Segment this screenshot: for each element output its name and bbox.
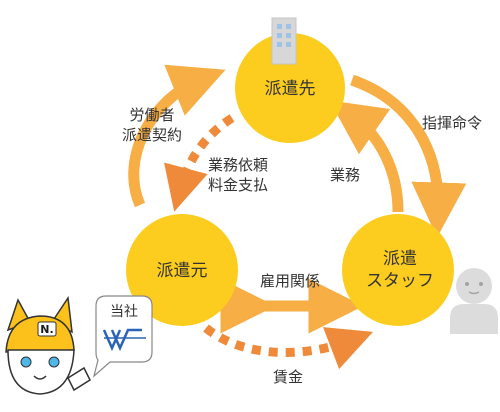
bubble-text-our-company: 当社 xyxy=(110,304,138,320)
node-haken-staff xyxy=(342,214,454,326)
label-request-line1: 業務依頼 xyxy=(208,156,268,174)
arrow-command xyxy=(350,74,467,238)
node-label-haken-saki: 派遣先 xyxy=(265,79,316,99)
label-contract-line2: 派遣契約 xyxy=(122,126,182,144)
node-label-staff-line2: スタッフ xyxy=(366,271,434,291)
node-haken-moto xyxy=(126,214,238,326)
label-wage: 賃金 xyxy=(273,368,303,386)
company-logo-icon xyxy=(102,328,146,352)
svg-text:N.: N. xyxy=(40,323,53,336)
arrow-wage-dashed xyxy=(203,324,374,370)
label-employment: 雇用関係 xyxy=(260,272,320,290)
cat-mascot-icon: N. xyxy=(5,295,91,395)
label-command: 指揮命令 xyxy=(422,114,482,132)
arrow-contract xyxy=(128,64,226,208)
person-icon xyxy=(450,268,498,334)
label-request-line2: 料金支払 xyxy=(208,176,268,194)
building-icon xyxy=(271,17,297,65)
label-work: 業務 xyxy=(330,166,360,184)
speech-bubble: 当社 xyxy=(92,295,153,378)
node-label-staff-line1: 派遣 xyxy=(383,249,417,269)
arrow-work xyxy=(329,100,404,213)
node-label-haken-moto: 派遣元 xyxy=(157,261,208,281)
label-contract-line1: 労働者 xyxy=(129,106,174,124)
node-haken-saki xyxy=(235,33,345,143)
